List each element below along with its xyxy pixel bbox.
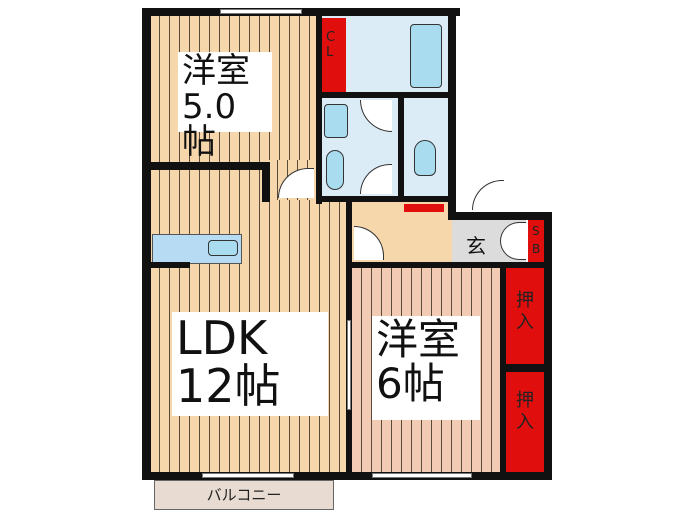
ldk-size: 12帖 <box>176 359 281 414</box>
wall-room2-top <box>346 262 552 268</box>
balcony-label: バルコニー <box>206 486 282 504</box>
oshiire-1-label: 押入 <box>516 290 534 333</box>
toilet-icon <box>414 140 436 176</box>
wall-right <box>544 212 552 480</box>
wall-room1-step <box>262 162 270 202</box>
genkan-label: 玄 <box>466 234 486 258</box>
window-bottom-room <box>372 473 472 478</box>
ldk-name: LDK <box>176 311 268 365</box>
wall-wet-bottom <box>316 196 456 202</box>
window-bottom-ldk <box>202 473 294 478</box>
closet <box>320 18 346 94</box>
oshiire-1 <box>506 268 544 364</box>
wall-closet-bottom <box>316 92 408 98</box>
western-room-2-size: 6帖 <box>376 359 445 409</box>
western-room-1-label: 洋室 5.0帖 <box>178 51 272 160</box>
oshiire-2 <box>506 372 544 472</box>
bathtub-icon <box>410 24 442 88</box>
balcony <box>154 480 334 510</box>
wall-toilet-left <box>398 92 404 202</box>
door-genkan-sb[interactable] <box>500 222 526 260</box>
wall-genkan-top <box>448 212 552 220</box>
western-room-1-size: 5.0帖 <box>182 86 237 163</box>
wall-kitchen <box>142 262 190 268</box>
sliding-door-ldk <box>347 320 351 410</box>
wall-left <box>142 8 151 480</box>
shoe-box-label: SB <box>532 224 541 256</box>
door-entrance[interactable] <box>472 180 504 210</box>
wall-room1-bottom <box>142 162 270 170</box>
closet-label: CL <box>326 30 336 60</box>
western-room-2-label: 洋室 6帖 <box>372 316 480 420</box>
washbasin-icon <box>324 104 348 138</box>
storage-strip <box>404 204 444 212</box>
wall-wet-right <box>448 8 456 212</box>
window-top <box>220 9 302 14</box>
sink-icon <box>208 240 238 256</box>
ldk-label: LDK 12帖 <box>172 312 328 416</box>
washing-machine-icon <box>326 150 344 190</box>
western-room-1-name: 洋室 <box>182 51 250 91</box>
shoe-box <box>528 220 544 262</box>
wall-room1-right <box>316 8 322 204</box>
western-room-2-name: 洋室 <box>376 315 461 364</box>
oshiire-2-label: 押入 <box>516 390 534 433</box>
wall-oshiire-divider <box>500 364 552 372</box>
kitchen-counter <box>152 234 242 264</box>
wall-bath-divider <box>396 92 456 98</box>
